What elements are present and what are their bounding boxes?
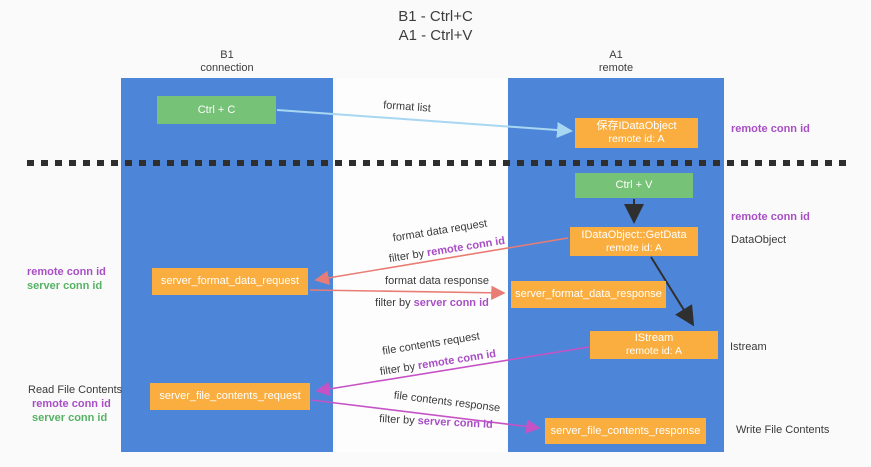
node-server-file-contents-request: server_file_contents_request <box>150 383 310 410</box>
annotation-read-file-contents: Read File Contents <box>28 384 123 396</box>
lane-a1-title: A1 <box>609 49 623 61</box>
node-ctrl-v: Ctrl + V <box>575 173 693 198</box>
node-server-file-contents-response-label: server_file_contents_response <box>550 424 701 437</box>
diagram-title-line1: B1 - Ctrl+C <box>398 8 473 25</box>
lane-b1-subtitle: connection <box>200 62 254 74</box>
node-save-idataobject-line2: remote id: A <box>608 133 665 145</box>
filter-by-text: filter by <box>375 297 411 309</box>
annotation-remote-conn-id-left-1: remote conn id <box>27 266 106 278</box>
lane-header-b1: B1 connection <box>121 49 333 75</box>
lane-header-a1: A1 remote <box>508 49 724 75</box>
node-save-idataobject-line1: 保存IDataObject <box>596 120 677 132</box>
annotation-remote-conn-id-top: remote conn id <box>731 123 810 135</box>
node-server-format-data-request-label: server_format_data_request <box>160 275 300 287</box>
annotation-remote-conn-id-mid: remote conn id <box>731 211 810 223</box>
node-istream-line2: remote id: A <box>625 345 683 357</box>
node-ctrl-c: Ctrl + C <box>157 96 276 124</box>
annotation-dataobject: DataObject <box>731 234 787 246</box>
node-server-format-data-request: server_format_data_request <box>152 268 308 295</box>
annotation-write-file-contents: Write File Contents <box>736 424 830 436</box>
node-getdata-line2: remote id: A <box>605 241 663 254</box>
lane-b1-title: B1 <box>220 49 234 61</box>
node-ctrl-c-label: Ctrl + C <box>197 103 236 116</box>
annotation-server-conn-id-left-2: server conn id <box>32 412 108 424</box>
node-server-format-data-response: server_format_data_response <box>511 281 666 308</box>
server-conn-id-text: server conn id <box>413 297 489 309</box>
node-server-file-contents-request-label: server_file_contents_request <box>159 390 301 402</box>
node-idataobject-getdata: IDataObject::GetData remote id: A <box>570 227 698 256</box>
lane-a1-subtitle: remote <box>598 62 634 74</box>
edge-label-format-data-response: format data response <box>385 275 489 287</box>
diagram-title: B1 - Ctrl+C A1 - Ctrl+V <box>0 7 871 45</box>
annotation-istream: Istream <box>730 341 767 353</box>
node-save-idataobject: 保存IDataObject remote id: A <box>575 118 698 148</box>
annotation-remote-conn-id-left-2: remote conn id <box>32 398 111 410</box>
diagram-title-line2: A1 - Ctrl+V <box>398 27 473 44</box>
filter-by-text: filter by <box>378 413 415 427</box>
node-istream: IStream remote id: A <box>590 331 718 359</box>
node-server-format-data-response-label: server_format_data_response <box>515 288 662 300</box>
node-ctrl-v-label: Ctrl + V <box>615 179 653 191</box>
node-istream-line1: IStream <box>634 332 674 344</box>
node-server-file-contents-response: server_file_contents_response <box>545 418 706 444</box>
node-getdata-line1: IDataObject::GetData <box>581 228 687 241</box>
edge-label-filter-by-server-conn-id-1: filter by server conn id <box>375 297 489 309</box>
annotation-server-conn-id-left-1: server conn id <box>27 280 103 292</box>
